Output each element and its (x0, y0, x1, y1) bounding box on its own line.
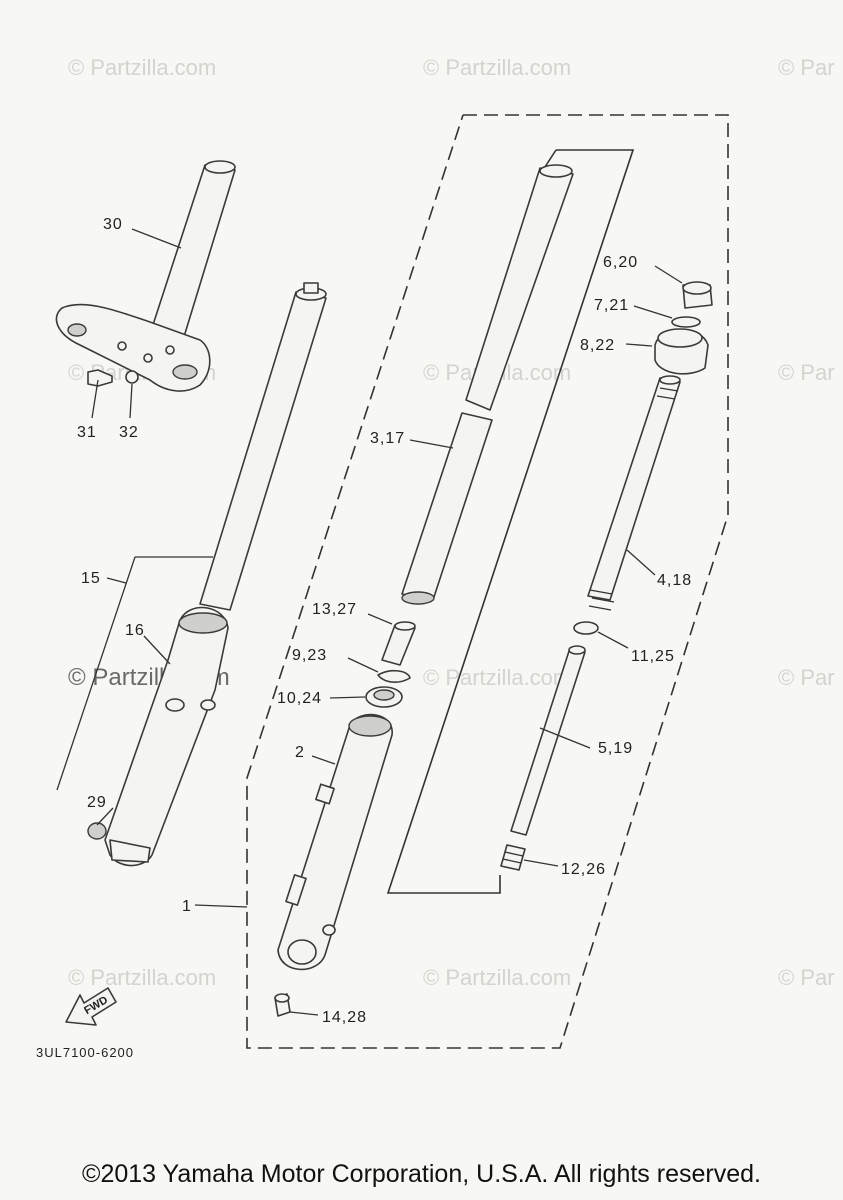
part-11-circlip[interactable] (573, 621, 599, 635)
assembly-frame-dashed (246, 114, 729, 1049)
part-30-stem-clamp[interactable] (55, 160, 236, 392)
part-13-spacer[interactable] (381, 621, 416, 666)
label-7-21: 7,21 (594, 297, 629, 314)
watermark: © Partzilla.com (68, 55, 216, 80)
part-31-bolt[interactable] (87, 369, 113, 387)
watermark: © Partzilla.com (423, 55, 571, 80)
forward-arrow-icon: FWD (65, 987, 117, 1026)
watermark: © Partzilla.com (68, 965, 216, 990)
label-16: 16 (125, 622, 145, 639)
watermark: © Partzilla.com (423, 965, 571, 990)
watermark: © Par (778, 360, 835, 385)
part-15-fork-tube[interactable] (199, 282, 327, 611)
label-9-23: 9,23 (292, 647, 327, 664)
part-32-washer[interactable] (125, 370, 139, 384)
label-8-22: 8,22 (580, 337, 615, 354)
copyright-notice: ©2013 Yamaha Motor Corporation, U.S.A. A… (82, 1160, 761, 1188)
part-4-fork-spring[interactable] (587, 375, 681, 611)
part-5-damper-rod[interactable] (510, 645, 586, 836)
label-1: 1 (182, 898, 192, 915)
watermark: © Partzilla.com (423, 665, 571, 690)
label-14-28: 14,28 (322, 1009, 367, 1026)
part-6-cap-bolt[interactable] (682, 281, 713, 309)
part-9-clip[interactable] (377, 669, 411, 683)
diagram-code: 3UL7100-6200 (36, 1045, 134, 1060)
label-6-20: 6,20 (603, 254, 638, 271)
label-11-25: 11,25 (631, 648, 675, 665)
label-29: 29 (87, 794, 107, 811)
part-12-rebound-spring[interactable] (500, 844, 526, 871)
damper-subassembly-frame (386, 149, 635, 894)
label-5-19: 5,19 (598, 740, 633, 757)
leader-lines (56, 228, 683, 1016)
part-3-inner-tube[interactable] (401, 164, 574, 605)
label-10-24: 10,24 (277, 690, 322, 707)
label-31: 31 (77, 424, 97, 441)
part-16-outer-slider[interactable] (104, 606, 229, 867)
label-12-26: 12,26 (561, 861, 606, 878)
part-2-outer-tube[interactable] (277, 713, 393, 971)
watermark: © Par (778, 665, 835, 690)
label-4-18: 4,18 (657, 572, 692, 589)
label-13-27: 13,27 (312, 601, 357, 618)
watermark: © Par (778, 965, 835, 990)
part-labels: 30 31 32 15 16 29 1 2 3,17 13,27 9,23 10… (77, 216, 692, 1026)
label-3-17: 3,17 (370, 430, 405, 447)
label-15: 15 (81, 570, 101, 587)
part-8-cap[interactable] (654, 328, 709, 375)
part-29-washer[interactable] (87, 822, 107, 840)
part-10-oil-seal[interactable] (365, 686, 403, 708)
watermark: © Par (778, 55, 835, 80)
label-30: 30 (103, 216, 123, 233)
part-14-bolt[interactable] (274, 993, 291, 1017)
label-2: 2 (295, 744, 305, 761)
label-32: 32 (119, 424, 139, 441)
part-7-o-ring[interactable] (671, 316, 701, 328)
